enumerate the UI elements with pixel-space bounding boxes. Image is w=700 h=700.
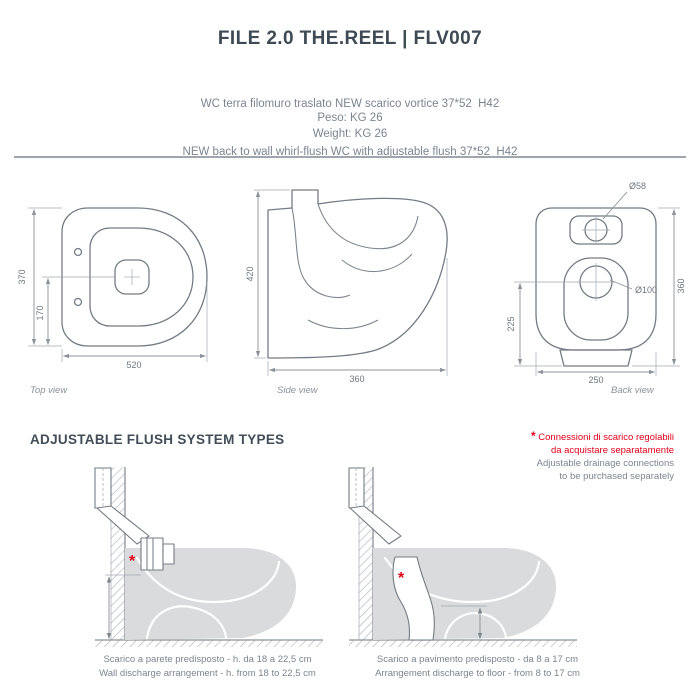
wc-body-side-outline: [267, 189, 448, 359]
dim-depth-label: 370: [17, 269, 27, 284]
top-view-label: Top view: [30, 385, 68, 396]
floor-hatch: [349, 640, 577, 647]
product-description: WC terra filomuro traslato NEW scarico v…: [0, 64, 700, 176]
wc-body-top-outline: [61, 207, 208, 347]
caption-english: Wall discharge arrangement - h. from 18 …: [99, 667, 316, 679]
side-view-label: Side view: [277, 385, 318, 396]
seat-hinge-hole: [73, 247, 83, 257]
purchase-note: * Connessioni di scarico regolabili da a…: [414, 430, 674, 483]
wc-silhouette: [125, 548, 297, 640]
wall-hatch: [111, 467, 125, 640]
wall-discharge-diagram: *: [94, 467, 323, 647]
dim-length-label: 520: [126, 360, 141, 370]
wall-flush-connector: [140, 537, 175, 571]
note-line-it-1: * Connessioni di scarico regolabili: [530, 429, 674, 444]
weight-block: Peso: KG 26 Weight: KG 26: [0, 110, 700, 142]
base-section: [307, 319, 379, 330]
top-view-outline: [61, 207, 208, 347]
flush-channel-section: [291, 207, 351, 299]
floor-discharge-caption: Scarico a pavimento predisposto - da 8 a…: [330, 653, 625, 680]
dim-mid-label: 225: [506, 316, 516, 331]
weight-italian: Peso: KG 26: [317, 112, 383, 124]
dim-width-label: 250: [588, 375, 603, 385]
side-view-outline: [267, 189, 448, 359]
wc-base: [559, 349, 633, 367]
wall-discharge-caption: Scarico a parete predisposto - h. da 18 …: [55, 653, 360, 680]
in-wall-pipe: [94, 467, 150, 545]
dim-height-label: 360: [676, 278, 686, 293]
in-wall-pipe: [348, 467, 402, 545]
top-view-dimensions: 370 170 520: [17, 207, 208, 370]
note-line-en-2: to be purchased separately: [559, 471, 674, 482]
side-view-drawing: 420 360: [246, 189, 448, 384]
floor-discharge-dimension: [441, 605, 487, 640]
top-view-drawing: 370 170 520: [17, 207, 208, 370]
weight-english: Weight: KG 26: [312, 128, 388, 140]
description-english: NEW back to wall whirl-flush WC with adj…: [182, 146, 518, 158]
back-view-label: Back view: [611, 385, 654, 396]
caption-italian: Scarico a parete predisposto - h. da 18 …: [103, 654, 312, 665]
bowl-rim-section: [317, 203, 419, 250]
asterisk-icon: *: [398, 570, 405, 587]
flush-section-heading: ADJUSTABLE FLUSH SYSTEM TYPES: [30, 432, 285, 447]
back-view-drawing: Ø58 Ø100 360 225 250: [506, 181, 686, 385]
back-view-outline: [535, 207, 657, 367]
wc-bowl-opening: [89, 227, 194, 327]
floor-discharge-diagram: *: [348, 467, 577, 647]
wall-discharge-dimension: [105, 574, 141, 640]
dim-outlet-label: Ø100: [635, 285, 657, 295]
header-divider: [14, 156, 686, 158]
note-line-it-2: da acquistare separatamente: [550, 445, 674, 456]
floor-drain-pipe: [392, 556, 435, 641]
caption-italian: Scarico a pavimento predisposto - da 8 a…: [376, 654, 579, 665]
dim-depth-label: 360: [349, 374, 364, 384]
page-title: FILE 2.0 THE.REEL | FLV007: [217, 28, 483, 49]
description-italian: WC terra filomuro traslato NEW scarico v…: [200, 98, 500, 110]
side-view-dimensions: 420 360: [246, 189, 448, 384]
dim-height-label: 420: [246, 266, 255, 281]
asterisk-icon: *: [129, 553, 136, 570]
trap-section: [341, 253, 413, 272]
dim-offset-label: 170: [35, 305, 45, 320]
back-opening: [563, 257, 629, 341]
dim-inlet-label: Ø58: [629, 181, 646, 191]
note-line-en-1: Adjustable drainage connections: [536, 458, 674, 469]
caption-english: Arrangement discharge to floor - from 8 …: [375, 667, 580, 679]
floor-hatch: [95, 640, 323, 647]
back-view-dimensions: Ø58 Ø100 360 225 250: [506, 181, 686, 385]
asterisk-icon: *: [530, 429, 536, 443]
seat-hinge-hole: [73, 297, 83, 307]
